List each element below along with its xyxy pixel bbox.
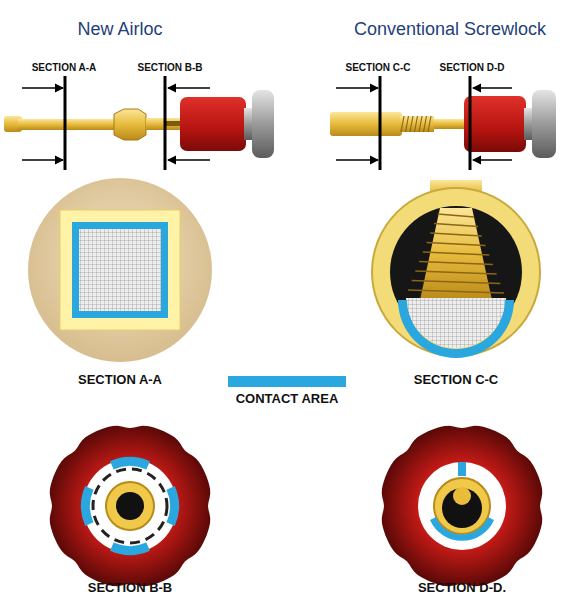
contact-square [72,222,168,318]
pin-body [330,112,402,136]
section-caption: SECTION A-A [78,372,162,387]
contact-segment [81,486,93,526]
section-caption: SECTION B-B [88,580,173,595]
thread [400,116,434,132]
section-arrow [22,87,63,88]
nut-face [382,426,543,587]
section-caption: SECTION C-C [414,372,499,387]
thread-line [401,116,404,132]
hex-collar [114,109,146,140]
section-c-c [372,180,540,358]
section-arrow [168,87,210,88]
rear-shaft [434,119,468,129]
contact-arc [430,517,494,541]
thread-line [428,116,431,132]
section-disc [372,188,540,356]
thread-line [406,116,409,132]
grey-knob [252,90,274,158]
contact-segment [110,543,150,555]
pin-shaft [18,119,118,130]
pin-hole [116,492,144,520]
section-d-d [382,426,543,587]
thread-line [412,281,501,284]
contact-segment [110,457,150,469]
thread-line [423,252,489,255]
section-b-b [50,426,211,587]
wire-mesh [79,229,161,311]
thread-line [434,224,478,227]
screwlock-connector [330,76,556,170]
cone-threads [408,214,504,293]
nut-bore [418,462,506,550]
pin-square [60,210,180,330]
section-line [469,76,472,170]
thread-line [415,271,496,274]
grey-neck [244,108,252,140]
nut-face [50,426,211,587]
airloc-connector [4,76,274,170]
contact-segments [81,457,179,555]
heading: Conventional Screwlock [354,19,546,40]
thread-lines [401,116,431,132]
legend-text: CONTACT AREA [236,391,339,406]
threaded-cone [420,208,492,300]
section-line [379,76,382,170]
grey-knob [532,90,556,158]
thread-line [438,214,475,217]
section-disc [28,178,212,362]
thread-line [408,290,504,293]
section-arrow [473,87,512,88]
section-mark: SECTION C-C [346,62,411,73]
thread-line [430,233,482,236]
legend-entry: CONTACT AREA [228,376,346,406]
thread-line [410,116,413,132]
section-mark: SECTION A-A [32,62,97,73]
thread-line [415,116,418,132]
section-arrow [473,159,512,160]
scalloped-nut [382,426,543,587]
section-caption: SECTION D-D. [418,580,506,595]
section-line [64,76,67,170]
pin-hole [442,488,482,528]
section-arrow [336,159,378,160]
contact-segment [167,486,179,526]
pin-ring [434,478,490,534]
scalloped-nut [50,426,211,587]
section-line [164,76,167,170]
red-nut [464,96,526,152]
contact-arc [398,300,514,358]
pin-ring [106,482,154,530]
section-arrow [168,159,210,160]
slot [166,121,180,126]
heading: New Airloc [77,19,162,40]
section-mark: SECTION B-B [138,62,203,73]
section-arrow [336,87,378,88]
contact-tab [458,462,466,476]
section-mark: SECTION D-D [440,62,505,73]
section-a-a [28,178,212,362]
thread-line [427,243,486,246]
red-nut [180,97,246,151]
thread-line [424,116,427,132]
thread-line [419,262,493,265]
section-arrow [22,159,63,160]
legend-swatch [228,376,346,387]
nut-bore [83,459,177,553]
thread-line [419,116,422,132]
grey-neck [524,108,532,140]
slot-ring [93,469,167,543]
pin-core [453,487,471,505]
